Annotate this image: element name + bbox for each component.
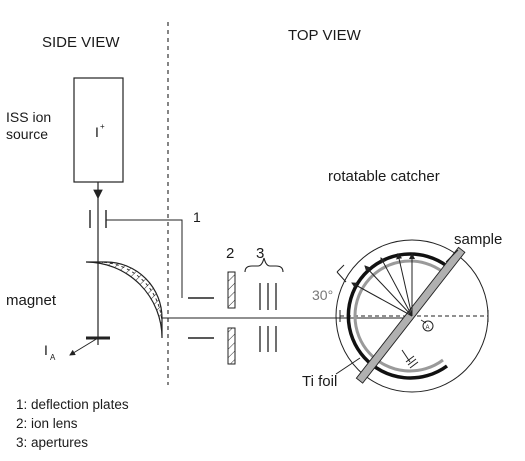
legend-item-apertures: 3: apertures	[16, 435, 89, 450]
circle-marker-leader	[420, 319, 427, 324]
plates-number: 1	[193, 209, 201, 225]
ti-foil-band	[353, 259, 444, 373]
legend-item-lens: 2: ion lens	[16, 416, 78, 431]
magnet-beam-path	[97, 261, 163, 327]
ground-line-2	[407, 358, 417, 366]
legend-item-plates: 1: deflection plates	[16, 397, 129, 412]
ion-source-label-line1: ISS ion	[6, 109, 51, 125]
apertures-number: 3	[256, 245, 264, 262]
plates-leader	[106, 219, 183, 298]
legend: 1: deflection plates 2: ion lens 3: aper…	[16, 395, 129, 452]
ion-symbol: I	[95, 124, 99, 140]
ray-4	[396, 253, 413, 317]
ti-foil-label: Ti foil	[302, 373, 337, 390]
current-subscript: A	[50, 353, 56, 362]
ground-line-1	[405, 355, 415, 363]
angle-tick	[336, 264, 345, 273]
current-arrow	[69, 337, 99, 356]
ion-charge: +	[100, 122, 105, 131]
sample-leader	[445, 249, 459, 263]
catcher-arc	[346, 252, 449, 380]
ground-line-3	[409, 361, 419, 369]
catcher-label: rotatable catcher	[328, 168, 440, 185]
circle-marker	[422, 320, 434, 332]
top-view-title: TOP VIEW	[288, 27, 362, 44]
ion-lens-upper	[227, 271, 236, 309]
ti-foil-leader	[335, 357, 361, 375]
magnet-label: magnet	[6, 292, 57, 309]
ray-3	[380, 257, 413, 317]
current-symbol: I	[44, 342, 48, 358]
side-view-title: SIDE VIEW	[42, 34, 120, 51]
ray-1	[351, 282, 413, 317]
ion-lens-lower	[227, 327, 236, 365]
angle-leader	[336, 271, 347, 283]
circle-marker-label: A	[426, 325, 430, 331]
lens-number: 2	[226, 245, 234, 262]
apertures-brace	[244, 257, 284, 273]
sample-label: sample	[454, 231, 502, 248]
ion-source-label-line2: source	[6, 126, 48, 142]
ray-2	[364, 265, 413, 317]
angle-label: 30°	[312, 287, 333, 303]
